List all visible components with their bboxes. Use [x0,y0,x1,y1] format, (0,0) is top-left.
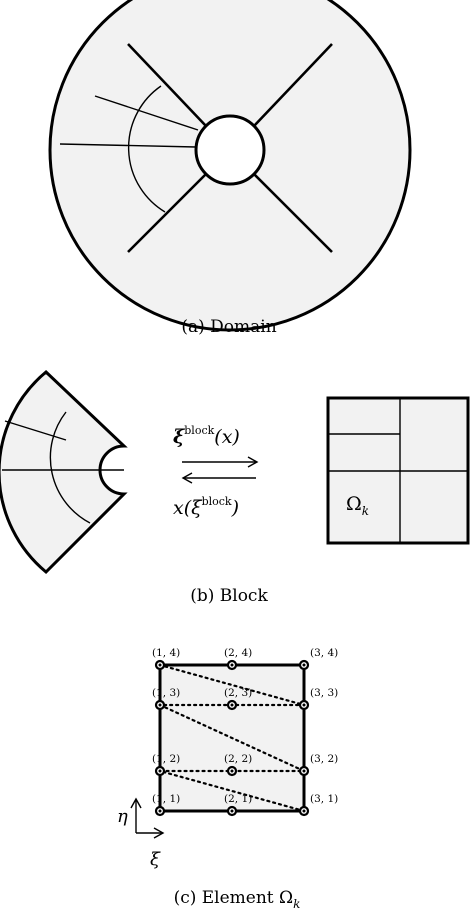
node-label: (1, 2) [152,753,180,765]
reference-element-label: Ωk [346,493,369,518]
caption-domain: (a) Domain [181,317,276,337]
node-marker-center [158,703,162,707]
node-marker-center [230,703,234,707]
block-boundaries [127,43,333,253]
block-sector [0,369,128,575]
inverse-map-label: x(ξblock) [173,495,239,519]
node-label: (2, 3) [224,687,252,699]
node-marker-center [302,809,306,813]
mapping-arrows [181,456,259,484]
domain-annulus [48,0,412,332]
node-marker-center [158,663,162,667]
eta-axis-label: η [117,806,128,827]
block-sector-shape [0,369,128,575]
node-label: (2, 2) [224,753,252,765]
node-marker-center [158,769,162,773]
node-label: (3, 2) [310,753,338,765]
caption-element: (c) Element Ωk [174,888,301,909]
block-sector-lines [2,411,124,524]
node-layer [154,659,310,817]
forward-map-label: ξblock(x) [173,424,240,448]
node-label: (3, 4) [310,647,338,659]
reference-block: Ωk [326,396,470,545]
node-label: (3, 1) [310,793,338,805]
node-ordering-path [158,663,306,813]
node-label: (1, 4) [152,647,180,659]
node-label: (1, 3) [152,687,180,699]
element-lines [59,85,199,213]
node-marker-center [302,769,306,773]
element-diagram: (1, 4) (2, 4) (3, 4) (1, 3) (2, 3) (3, 3) (1, … [152,647,338,817]
node-label: (1, 1) [152,793,180,805]
caption-block: (b) Block [190,586,268,606]
node-marker-center [158,809,162,813]
node-marker-center [230,809,234,813]
node-marker-center [230,769,234,773]
node-label-layer: (1, 4) (2, 4) (3, 4) (1, 3) (2, 3) (3, 3) (1, … [152,647,338,805]
xi-axis-label: ξ [150,849,161,870]
node-marker-center [230,663,234,667]
node-label: (3, 3) [310,687,338,699]
domain-diagram [48,0,412,332]
reference-axes [130,797,165,839]
node-label: (2, 4) [224,647,252,659]
node-marker-center [302,663,306,667]
node-label: (2, 1) [224,793,252,805]
node-marker-center [302,703,306,707]
